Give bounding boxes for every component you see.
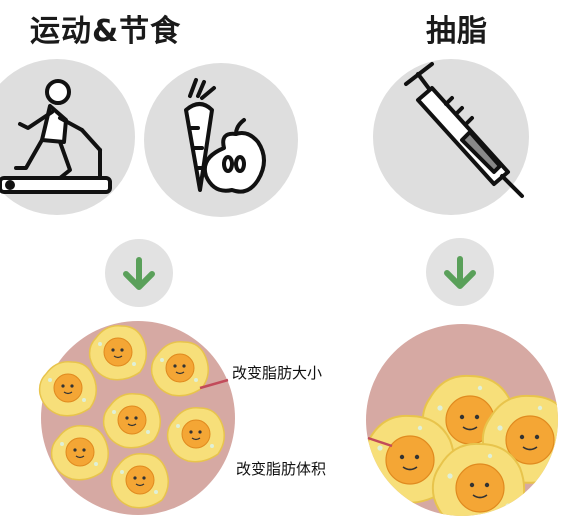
exercise-icon-circle xyxy=(0,59,135,215)
left-title: 运动&节食 xyxy=(30,14,182,49)
volume-pointer-line xyxy=(367,436,393,448)
down-arrow-icon xyxy=(123,257,155,290)
liposuction-fat-tissue xyxy=(366,324,558,516)
down-arrow-icon xyxy=(444,256,476,289)
liposuction-icon-circle xyxy=(373,59,529,215)
right-arrow-circle xyxy=(426,238,494,306)
size-pointer-line xyxy=(199,378,229,390)
left-arrow-circle xyxy=(105,239,173,307)
carrot-apple-icon xyxy=(184,78,266,194)
diet-icon-circle xyxy=(144,63,298,217)
right-title: 抽脂 xyxy=(426,14,488,49)
syringe-icon xyxy=(404,62,524,198)
treadmill-runner-icon xyxy=(0,79,112,194)
volume-change-label: 改变脂肪体积 xyxy=(236,460,327,478)
reduced-fat-tissue xyxy=(38,321,235,515)
size-change-label: 改变脂肪大小 xyxy=(232,364,323,382)
